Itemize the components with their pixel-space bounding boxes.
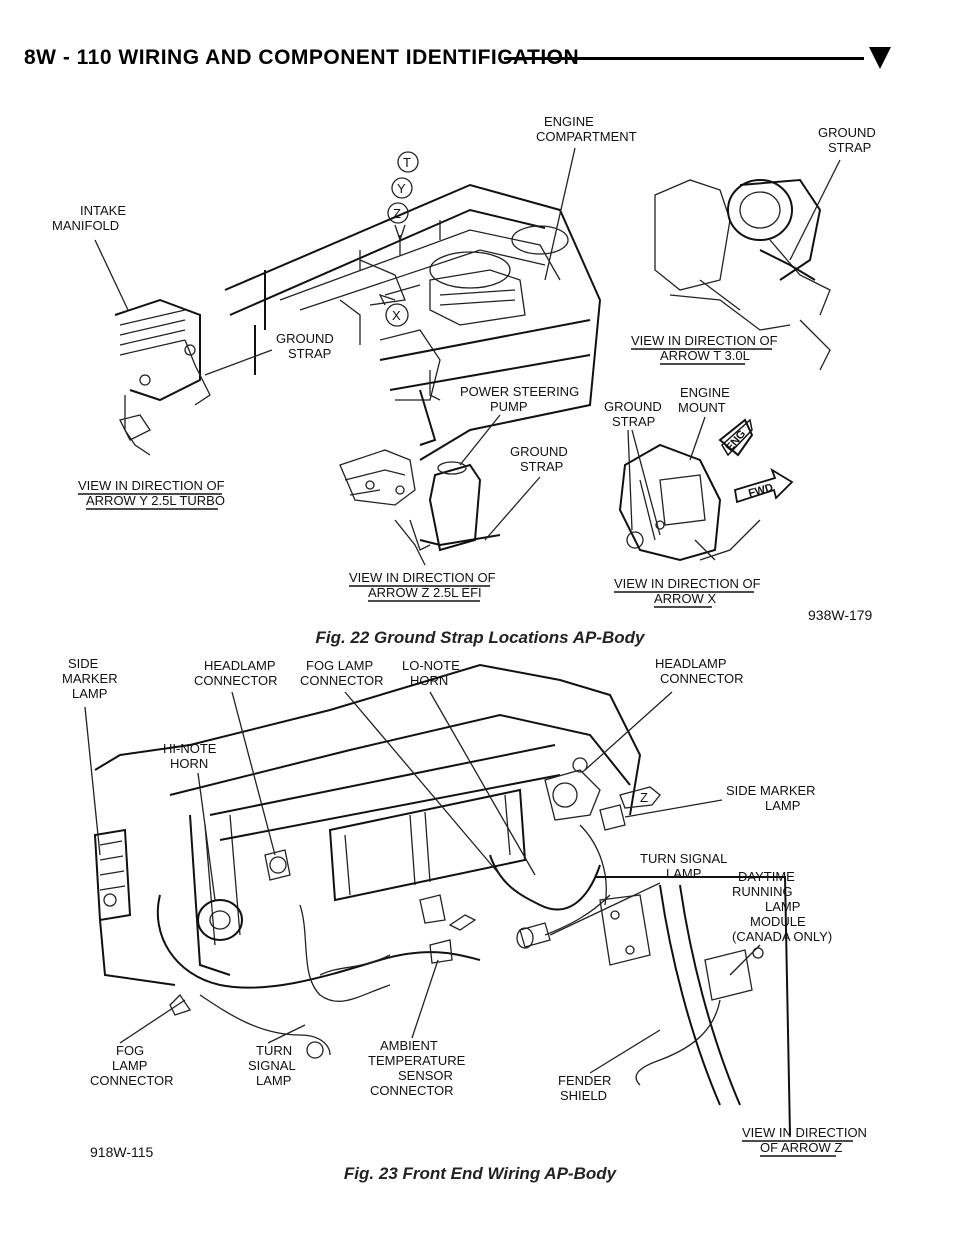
triangle-down-icon [869,47,891,69]
arrow-y-label: Y [397,181,406,196]
fog-lamp-connector-label-top: FOG LAMP CONNECTOR [300,658,384,688]
fwd-arrow-icon: FWD [733,467,794,504]
front-end-illustration: Z [93,663,661,1059]
headlamp-connector-label-left: HEADLAMP CONNECTOR [194,658,279,688]
figure-23-caption: Fig. 23 Front End Wiring AP-Body [343,1164,617,1183]
eng-arrow-icon: ENG [718,418,754,457]
page-header: 8W - 110 WIRING AND COMPONENT IDENTIFICA… [24,36,891,76]
view-y-illustration [114,298,211,456]
view-t-label: VIEW IN DIRECTION OF ARROW T 3.0L [631,333,781,363]
figure-22-code: 938W-179 [808,607,873,620]
header-rule [504,57,864,60]
headlamp-connector-label-right: HEADLAMP CONNECTOR [655,656,744,686]
arrow-x-label: X [392,308,401,323]
arrow-z-label-fig23: Z [640,790,648,805]
ambient-temperature-sensor-label: AMBIENT TEMPERATURE SENSOR CONNECTOR [368,1038,469,1098]
view-x-illustration [618,443,761,562]
view-z-illustration [339,449,501,566]
page-title: 8W - 110 WIRING AND COMPONENT IDENTIFICA… [24,46,580,69]
power-steering-pump-label: POWER STEERING PUMP [460,384,583,414]
figure-23-diagram: Z SIDE MARKER LAMP [62,656,871,1160]
view-z-inset-illustration [595,876,791,1136]
hi-note-horn-label: HI-NOTE HORN [163,741,220,771]
figure-23-code: 918W-115 [90,1144,154,1160]
figure-22-diagram: T Y Z X ENGINE COMPARTMENT GROUND STRAP … [52,114,879,620]
ground-strap-label-center: GROUND STRAP [510,444,571,474]
turn-signal-lamp-label-right: TURN SIGNAL LAMP [640,851,731,881]
turn-signal-lamp-label-bottom: TURN SIGNAL LAMP [248,1043,299,1088]
side-marker-lamp-label-left: SIDE MARKER LAMP [62,656,121,701]
ground-strap-label-top: GROUND STRAP [818,125,879,155]
drl-module-label: DAYTIME RUNNING LAMP MODULE (CANADA ONLY… [732,869,832,944]
view-z-label: VIEW IN DIRECTION OF ARROW Z 2.5L EFI [349,570,499,600]
svg-text:ENG: ENG [724,428,749,454]
ground-strap-label-right: GROUND STRAP [604,399,665,429]
arrow-z-label: Z [393,206,401,221]
side-marker-lamp-label-right: SIDE MARKER LAMP [726,783,819,813]
engine-mount-label: ENGINE MOUNT [678,385,733,415]
view-x-label: VIEW IN DIRECTION OF ARROW X [614,576,764,606]
engine-compartment-illustration: T Y Z X [224,151,602,461]
intake-manifold-label: INTAKE MANIFOLD [52,203,130,233]
lo-note-horn-label: LO-NOTE HORN [402,658,463,688]
arrow-t-label: T [403,155,411,170]
engine-compartment-label: ENGINE COMPARTMENT [536,114,637,144]
ground-strap-label-left: GROUND STRAP [276,331,337,361]
fog-lamp-connector-label-bottom: FOG LAMP CONNECTOR [90,1043,174,1088]
fender-shield-label: FENDER SHIELD [558,1073,615,1103]
view-t-illustration [654,178,831,371]
view-z-label-fig23: VIEW IN DIRECTION OF ARROW Z [742,1125,871,1155]
figure-22-caption: Fig. 22 Ground Strap Locations AP-Body [315,628,645,647]
view-y-label: VIEW IN DIRECTION OF ARROW Y 2.5L TURBO [78,478,228,508]
